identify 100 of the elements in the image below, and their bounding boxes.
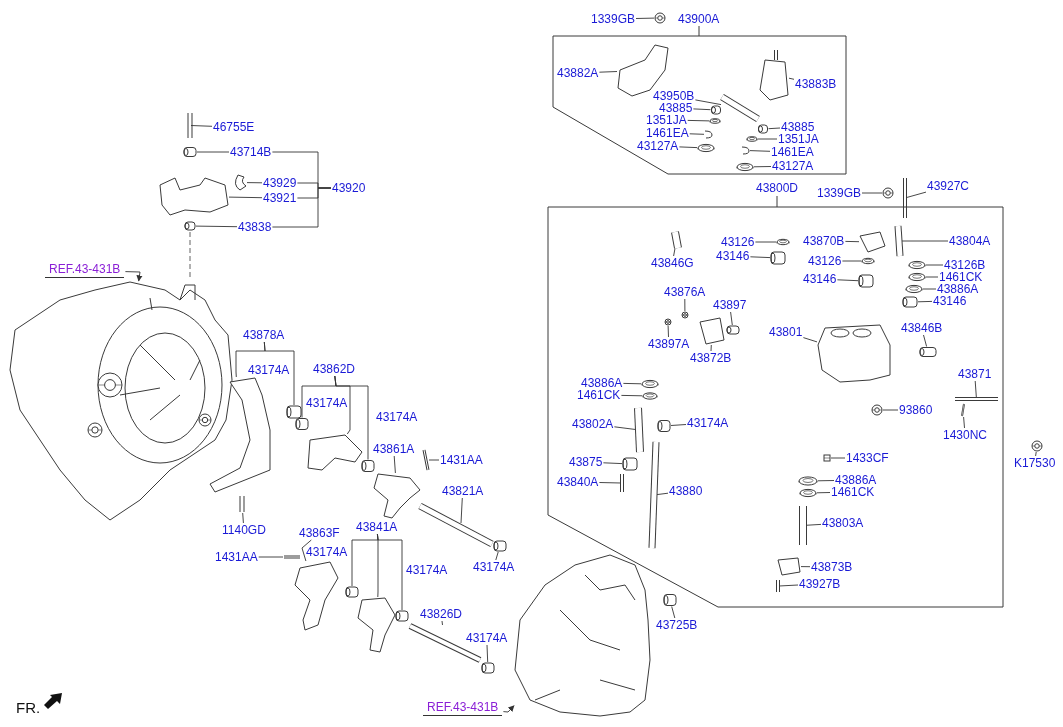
part-number: 43882A xyxy=(557,67,599,79)
bolt xyxy=(620,473,624,493)
leader-line xyxy=(830,457,846,459)
part-number: 43929 xyxy=(263,177,297,189)
bushing xyxy=(493,540,507,552)
bolt xyxy=(239,496,245,512)
part-number: 43126 xyxy=(721,236,755,248)
bushing xyxy=(663,594,677,606)
seal-ring xyxy=(641,379,659,389)
housing xyxy=(817,324,891,383)
pin xyxy=(919,347,937,357)
lever xyxy=(699,317,725,345)
leader-line xyxy=(800,566,811,568)
leader-line xyxy=(754,241,777,243)
part-number: 43846G xyxy=(651,257,694,269)
part-number: 1461CK xyxy=(939,271,983,283)
washer xyxy=(776,238,790,246)
leader-line xyxy=(925,276,939,278)
part-number: 43174A xyxy=(687,417,729,429)
part-number: 43174A xyxy=(306,546,348,558)
bushing xyxy=(711,105,721,115)
bolt xyxy=(776,579,780,593)
leader-line xyxy=(925,264,944,266)
leader-line xyxy=(841,260,862,262)
lever xyxy=(759,49,789,101)
part-number: 46755E xyxy=(213,121,255,133)
part-number: K17530 xyxy=(1014,457,1056,469)
leader-line xyxy=(228,196,263,199)
part-number: 43880 xyxy=(669,485,703,497)
part-number: 43886A xyxy=(937,283,979,295)
part-number: 43838 xyxy=(238,221,272,233)
leader-line xyxy=(882,409,899,411)
leader-line xyxy=(428,459,440,461)
bolt xyxy=(187,113,193,138)
washer xyxy=(709,118,721,124)
part-number: 43826D xyxy=(420,608,463,620)
part-number: 43174A xyxy=(406,564,448,576)
shaft xyxy=(799,506,807,545)
seal-ring xyxy=(798,476,818,486)
bolt xyxy=(903,177,907,219)
leader-line xyxy=(923,334,928,347)
bushing xyxy=(770,251,786,265)
part-number: 1351JA xyxy=(778,133,819,145)
bushing xyxy=(657,420,671,432)
shift-fork xyxy=(307,434,363,471)
leader-line xyxy=(598,482,622,484)
part-number: 43821A xyxy=(442,485,484,497)
leader-line xyxy=(598,71,618,73)
ball xyxy=(823,454,831,462)
leader-line xyxy=(684,298,686,312)
part-number: 43174A xyxy=(466,632,508,644)
part-number: 1339GB xyxy=(591,13,636,25)
bushing xyxy=(622,457,638,471)
retaining-clip xyxy=(741,146,750,155)
leader-line xyxy=(788,77,795,80)
ball xyxy=(664,318,672,326)
part-number: 43875 xyxy=(569,456,603,468)
link-rod xyxy=(720,94,760,122)
leader-line xyxy=(486,644,489,663)
leader-line xyxy=(905,191,927,199)
assembly-number: 43900A xyxy=(678,13,720,25)
leader-line xyxy=(670,424,687,426)
part-number: 1351JA xyxy=(646,114,687,126)
part-number: 43921 xyxy=(263,192,297,204)
part-number: 43873B xyxy=(811,561,853,573)
leader-line xyxy=(271,187,332,228)
leader-line xyxy=(922,288,937,290)
shift-rail xyxy=(648,441,660,549)
part-number: 43174A xyxy=(306,397,348,409)
part-number: 43146 xyxy=(803,273,837,285)
seal-ring xyxy=(642,392,658,400)
leader-line xyxy=(242,512,244,524)
leader-line xyxy=(687,119,710,122)
bushing xyxy=(758,124,768,134)
bracket-plate xyxy=(159,177,229,216)
part-number: 43871 xyxy=(958,368,992,380)
part-number: 43862D xyxy=(313,363,356,375)
leader-line xyxy=(263,341,295,406)
leader-line xyxy=(195,225,238,228)
transmission-case-drawing xyxy=(9,281,233,521)
bushing xyxy=(183,147,197,157)
washer xyxy=(908,260,926,270)
reference-label: REF.43-431B xyxy=(45,263,125,278)
bushing xyxy=(726,325,740,335)
seal-ring xyxy=(799,488,817,498)
part-number: 43886A xyxy=(581,377,623,389)
part-number: 43897 xyxy=(713,299,747,311)
part-number: 43886A xyxy=(835,474,877,486)
part-number: 43801 xyxy=(769,326,803,338)
part-number: 43174A xyxy=(248,364,290,376)
pin xyxy=(671,231,682,249)
leader-line xyxy=(802,337,818,343)
part-number: 43127A xyxy=(637,140,679,152)
leader-line xyxy=(836,279,859,282)
part-number: 1430NC xyxy=(943,429,988,441)
part-number: 1140GD xyxy=(222,524,266,536)
part-number: 43876A xyxy=(664,286,706,298)
leader-line xyxy=(495,551,499,561)
leader-line xyxy=(694,99,722,106)
seal-ring xyxy=(908,272,926,282)
